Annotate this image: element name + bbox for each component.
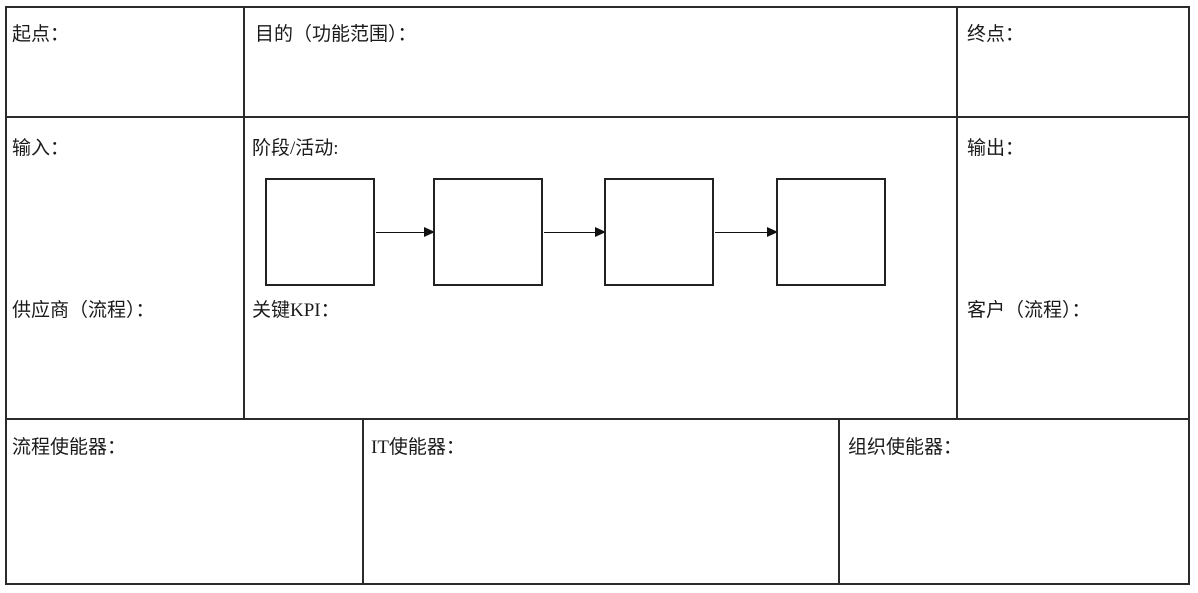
divider-row1-row2 xyxy=(5,116,1190,118)
arrow-shaft xyxy=(544,232,605,233)
purpose-scope-label: 目的（功能范围）： xyxy=(255,24,417,45)
output-label: 输出： xyxy=(967,138,1025,159)
process-enabler-label: 流程使能器： xyxy=(12,437,127,458)
start-label: 起点： xyxy=(12,24,70,45)
table-outer-border xyxy=(5,6,1190,585)
flow-arrow-3 xyxy=(715,227,778,237)
divider-enabler-1 xyxy=(362,418,364,585)
process-step-box-1[interactable] xyxy=(265,178,375,286)
input-label: 输入： xyxy=(12,138,70,159)
end-label: 终点： xyxy=(967,24,1025,45)
it-enabler-label: IT使能器： xyxy=(371,437,465,458)
process-step-box-3[interactable] xyxy=(604,178,714,286)
flow-arrow-1 xyxy=(376,227,435,237)
process-step-box-4[interactable] xyxy=(776,178,886,286)
divider-left-column xyxy=(243,6,245,418)
customer-process-label: 客户（流程）： xyxy=(967,300,1091,321)
arrow-shaft xyxy=(376,232,434,233)
arrow-head-icon xyxy=(767,227,778,237)
divider-enabler-2 xyxy=(838,418,840,585)
divider-row2-row3 xyxy=(5,418,1190,420)
stages-activities-label: 阶段/活动: xyxy=(252,138,339,159)
arrow-head-icon xyxy=(424,227,435,237)
flow-arrow-2 xyxy=(544,227,606,237)
divider-right-column xyxy=(956,6,958,418)
arrow-head-icon xyxy=(595,227,606,237)
org-enabler-label: 组织使能器： xyxy=(848,437,963,458)
supplier-process-label: 供应商（流程）： xyxy=(12,300,155,321)
arrow-shaft xyxy=(715,232,777,233)
process-flow-diagram xyxy=(245,170,945,295)
process-step-box-2[interactable] xyxy=(433,178,543,286)
key-kpi-label: 关键KPI： xyxy=(252,300,340,321)
